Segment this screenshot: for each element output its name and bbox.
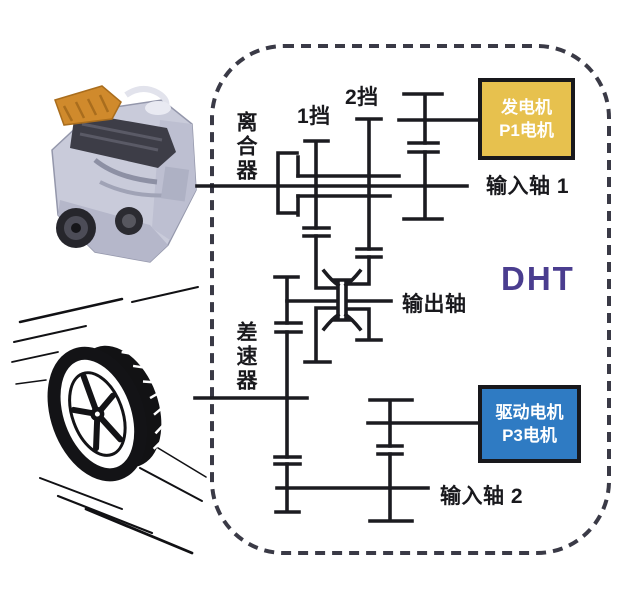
drive-motor-box-line2: P3电机 [502, 426, 557, 445]
drive-motor-p3-box: 驱动电机 P3电机 [478, 385, 581, 463]
output-shaft-label: 输出轴 [402, 293, 467, 316]
differential-label: 差速器 [234, 321, 257, 393]
generator-box-line2: P1电机 [499, 121, 554, 140]
gear-2-label: 2挡 [345, 86, 379, 109]
clutch-label: 离合器 [234, 111, 257, 183]
differential-gear-train [273, 275, 303, 514]
bevel-gear-symbol [321, 268, 363, 332]
gear-1-label: 1挡 [297, 105, 331, 128]
wheel-illustration [11, 286, 207, 555]
drive-motor-box-line1: 驱动电机 [495, 403, 564, 422]
drive-motor-gear-train [366, 398, 480, 523]
input-shaft-1-label: 输入轴 1 [486, 175, 570, 198]
dht-housing-dashed-border [210, 44, 611, 555]
generator-box-line1: 发电机 [501, 98, 552, 117]
generator-p1-box: 发电机 P1电机 [478, 78, 575, 160]
generator-gear-train [397, 92, 480, 221]
engine-illustration [51, 85, 197, 263]
tire [47, 345, 166, 482]
dht-label: DHT [501, 260, 575, 297]
motion-lines [11, 286, 207, 555]
clutch-symbol [276, 151, 300, 217]
gear-2-pair [346, 117, 383, 342]
input-shaft-2-label: 输入轴 2 [440, 485, 524, 508]
gear-1-pair [302, 139, 339, 364]
transmission-schematic [193, 92, 480, 523]
